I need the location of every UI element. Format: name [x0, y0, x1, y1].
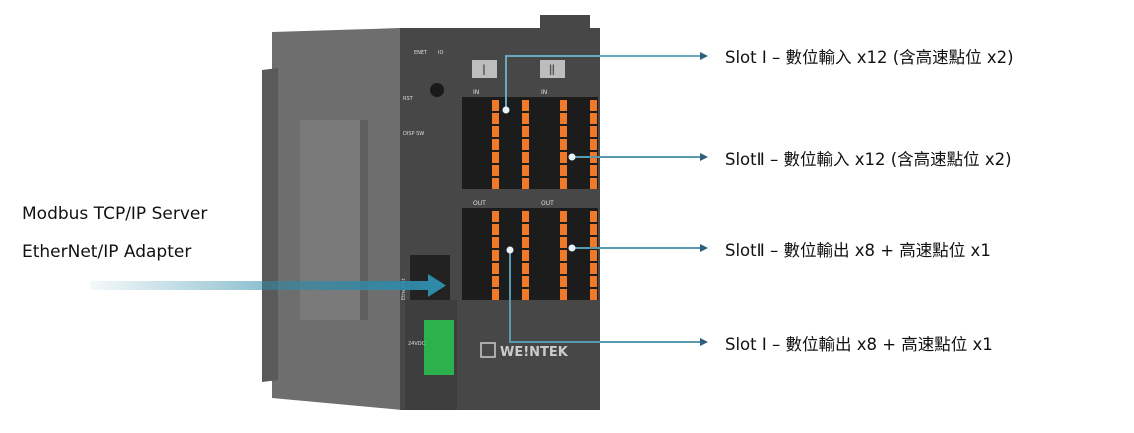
terminal-lever: [560, 289, 567, 300]
terminal-lever: [560, 250, 567, 261]
terminal-lever: [560, 165, 567, 176]
terminal-lever: [522, 165, 529, 176]
terminal-lever: [560, 100, 567, 111]
terminal-lever: [560, 211, 567, 222]
terminal-lever: [522, 100, 529, 111]
terminal-lever: [590, 126, 597, 137]
terminal-lever: [590, 113, 597, 124]
terminal-lever: [560, 113, 567, 124]
terminal-lever: [522, 237, 529, 248]
terminal-lever: [590, 289, 597, 300]
terminal-lever: [522, 263, 529, 274]
callout-slot1-input: Slot Ⅰ – 數位輸入 x12 (含高速點位 x2): [725, 48, 1014, 67]
slot-1-in-label: IN: [473, 89, 479, 96]
slot-1-label: Ⅰ: [482, 63, 486, 79]
power-label: 24VDC: [408, 341, 426, 347]
terminal-lever: [492, 178, 499, 189]
terminal-lever: [590, 250, 597, 261]
terminal-lever: [590, 165, 597, 176]
terminal-lever: [522, 152, 529, 163]
slot-2-in-label: IN: [541, 89, 547, 96]
terminal-lever: [522, 139, 529, 150]
slot-2-label: Ⅱ: [549, 63, 556, 79]
callout-slot2-input: SlotⅡ – 數位輸入 x12 (含高速點位 x2): [725, 150, 1012, 169]
callout-slot1-output: Slot Ⅰ – 數位輸出 x8 + 高速點位 x1: [725, 335, 993, 354]
terminal-lever: [492, 152, 499, 163]
terminal-lever: [492, 211, 499, 222]
terminal-lever: [492, 113, 499, 124]
terminal-lever: [590, 237, 597, 248]
power-terminal: [424, 320, 454, 375]
callout-slot2-output: SlotⅡ – 數位輸出 x8 + 高速點位 x1: [725, 241, 991, 260]
terminal-lever: [560, 263, 567, 274]
terminal-lever: [492, 237, 499, 248]
terminal-lever: [492, 289, 499, 300]
callout-lines: [505, 55, 700, 343]
terminal-lever: [560, 178, 567, 189]
terminal-lever: [522, 113, 529, 124]
terminal-lever: [560, 224, 567, 235]
ethernet-ip-label: EtherNet/IP Adapter: [22, 242, 192, 262]
callout-dots: [502, 106, 576, 254]
ethernet-arrow: [90, 274, 446, 297]
slot-2-out-label: OUT: [541, 200, 554, 207]
terminal-lever: [590, 263, 597, 274]
terminal-lever: [492, 263, 499, 274]
terminal-lever: [522, 126, 529, 137]
terminal-lever: [590, 276, 597, 287]
terminal-lever: [492, 139, 499, 150]
terminal-lever: [590, 139, 597, 150]
terminal-lever: [522, 289, 529, 300]
disp-label: DISP SW: [403, 131, 424, 137]
terminal-lever: [492, 250, 499, 261]
terminal-lever: [522, 224, 529, 235]
terminal-lever: [560, 152, 567, 163]
terminal-lever: [492, 100, 499, 111]
io-label: IO: [438, 50, 443, 56]
terminal-lever: [590, 211, 597, 222]
terminal-lever: [522, 178, 529, 189]
modbus-label: Modbus TCP/IP Server: [22, 204, 208, 224]
callout-arrowheads: [700, 52, 708, 346]
slot-2-tag: [540, 60, 565, 78]
terminal-lever: [590, 100, 597, 111]
slot-1-tag: [472, 60, 497, 78]
terminal-lever: [590, 224, 597, 235]
weintek-logo: WE!NTEK: [500, 345, 569, 360]
terminal-lever: [522, 250, 529, 261]
device-side-panel: [262, 28, 402, 410]
reset-button[interactable]: [430, 83, 444, 97]
terminal-lever: [492, 276, 499, 287]
terminal-lever: [560, 139, 567, 150]
enet-label: ENET: [414, 50, 428, 56]
terminal-lever: [590, 178, 597, 189]
rst-label: RST: [403, 96, 414, 102]
terminal-lever: [492, 126, 499, 137]
terminal-blocks: [462, 97, 598, 300]
terminal-lever: [492, 224, 499, 235]
terminal-lever: [522, 276, 529, 287]
terminal-lever: [492, 165, 499, 176]
terminal-lever: [560, 237, 567, 248]
logo-icon: [480, 342, 496, 358]
slot-1-out-label: OUT: [473, 200, 486, 207]
terminal-lever: [560, 126, 567, 137]
terminal-lever: [522, 211, 529, 222]
terminal-lever: [560, 276, 567, 287]
